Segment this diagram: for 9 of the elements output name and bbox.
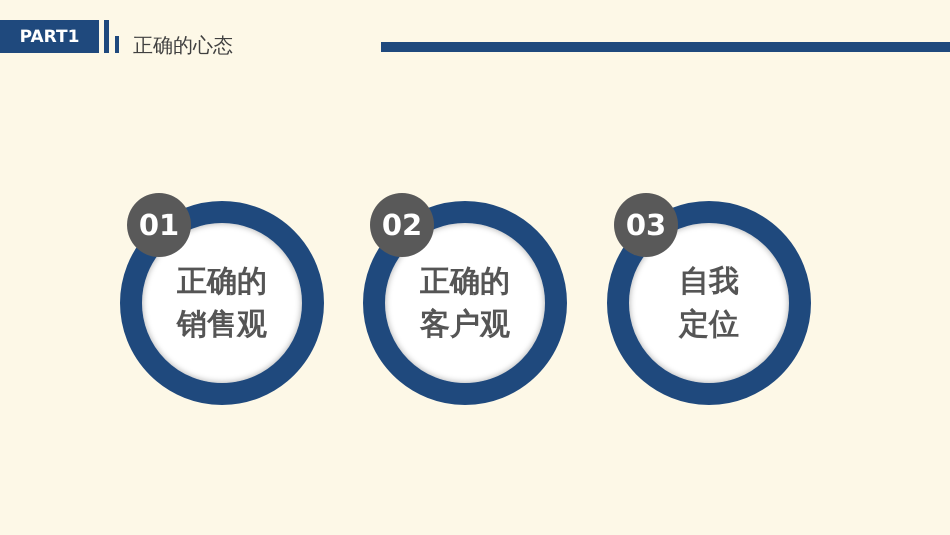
part-tag <box>0 20 99 53</box>
circle-label: 正确的销售观 <box>175 263 268 344</box>
step-number: 02 <box>382 209 422 241</box>
part-label: PART1 <box>20 26 80 46</box>
circle-label: 正确的客户观 <box>418 263 511 344</box>
step-number: 01 <box>138 209 180 241</box>
step-number: 03 <box>626 209 666 241</box>
circle-label: 自我定位 <box>678 263 740 344</box>
slide-title: 正确的心态 <box>133 33 233 57</box>
